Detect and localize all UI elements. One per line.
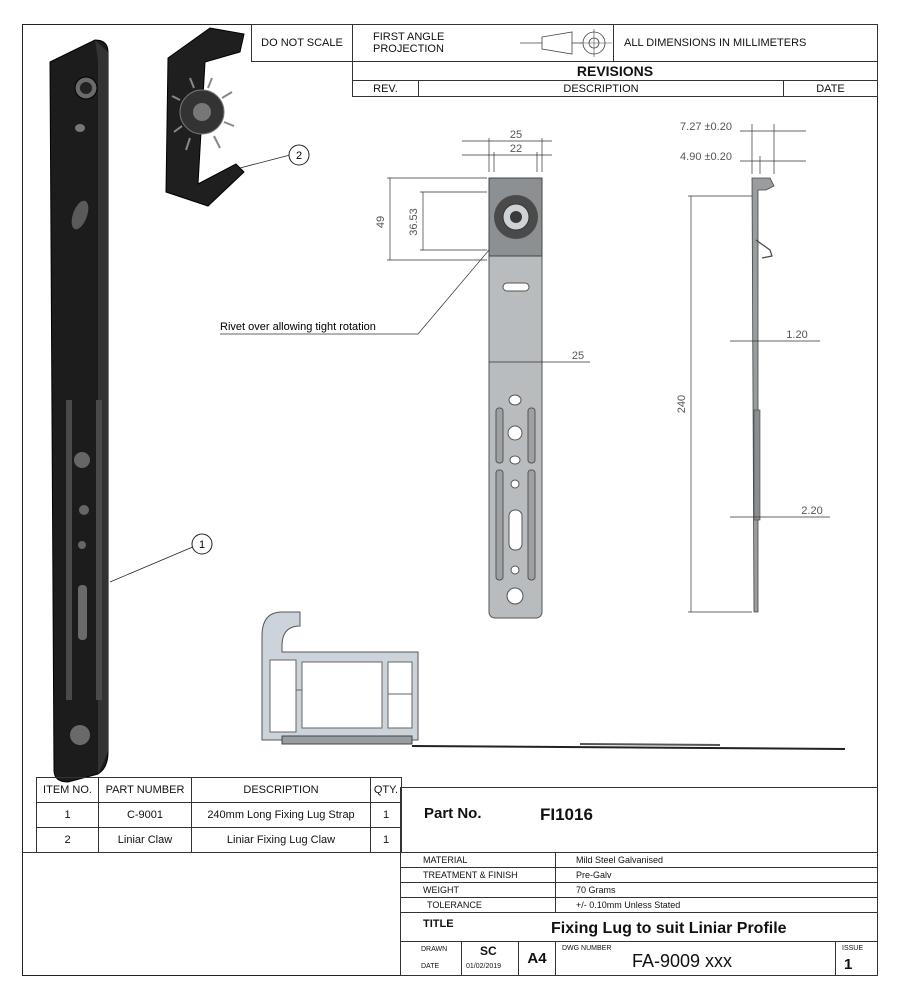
bom-cell-description: 240mm Long Fixing Lug Strap xyxy=(191,802,371,828)
title-block-divider xyxy=(22,852,400,853)
title-cell: TITLE Fixing Lug to suit Liniar Profile xyxy=(400,912,878,942)
first-angle-projection-icon xyxy=(520,29,613,57)
dim-thickness-1: 1.20 xyxy=(786,329,807,341)
weight-value-cell: 70 Grams xyxy=(555,882,878,898)
sheet-size-cell: A4 xyxy=(518,941,556,976)
part-number-block: Part No. FI1016 xyxy=(400,787,878,853)
side-view-dimension-lines xyxy=(688,124,830,613)
projection-note: FIRST ANGLE PROJECTION xyxy=(373,31,445,55)
drawn-label-cell: DRAWN DATE xyxy=(400,941,462,976)
revisions-date-label: DATE xyxy=(816,82,845,95)
rivet-note: Rivet over allowing tight rotation xyxy=(220,321,376,333)
revisions-description-label: DESCRIPTION xyxy=(563,82,639,95)
do-not-scale-note: DO NOT SCALE xyxy=(261,37,343,49)
sheet-size: A4 xyxy=(527,950,547,967)
liniar-profile-section xyxy=(261,611,846,750)
tolerance-value-cell: +/- 0.10mm Unless Stated xyxy=(555,897,878,913)
weight-value: 70 Grams xyxy=(576,885,616,895)
title-label: TITLE xyxy=(423,918,454,930)
treatment-label: TREATMENT & FINISH xyxy=(423,870,518,880)
bom-header-part-number: PART NUMBER xyxy=(98,777,192,803)
dim-thickness-2: 2.20 xyxy=(801,505,822,517)
front-view-dimension-lines xyxy=(220,138,590,363)
bom-cell-item: 2 xyxy=(36,827,99,853)
drawing-title: Fixing Lug to suit Liniar Profile xyxy=(551,920,787,937)
bom-cell-qty: 1 xyxy=(370,802,402,828)
tolerance-label-cell: TOLERANCE xyxy=(400,897,556,913)
dim-width-inner: 22 xyxy=(510,143,522,155)
table-row: 1 C-9001 240mm Long Fixing Lug Strap 1 xyxy=(36,802,402,828)
drawing-number-label: DWG NUMBER xyxy=(562,945,612,952)
material-value-cell: Mild Steel Galvanised xyxy=(555,852,878,868)
bom-header-description: DESCRIPTION xyxy=(191,777,371,803)
weight-label-cell: WEIGHT xyxy=(400,882,556,898)
material-value: Mild Steel Galvanised xyxy=(576,855,664,865)
issue-label: ISSUE xyxy=(842,945,864,952)
treatment-value: Pre-Galv xyxy=(576,870,612,880)
dim-width-outer: 25 xyxy=(510,129,522,141)
balloon-1 xyxy=(109,533,213,583)
treatment-value-cell: Pre-Galv xyxy=(555,867,878,883)
bom-cell-description: Liniar Fixing Lug Claw xyxy=(191,827,371,853)
weight-label: WEIGHT xyxy=(423,885,459,895)
drawn-date: 01/02/2019 xyxy=(466,963,502,970)
isometric-strap xyxy=(49,39,109,783)
bom-cell-part-number: C-9001 xyxy=(98,802,192,828)
dim-top-outer: 7.27 ±0.20 xyxy=(680,121,732,133)
balloon-1-label: 1 xyxy=(199,539,205,551)
revisions-date-header: DATE xyxy=(783,80,878,97)
revisions-title: REVISIONS xyxy=(576,63,654,79)
drawn-label: DRAWN xyxy=(421,946,448,953)
treatment-label-cell: TREATMENT & FINISH xyxy=(400,867,556,883)
material-label: MATERIAL xyxy=(423,855,468,865)
part-number-label: Part No. xyxy=(424,805,482,822)
dimensions-note: ALL DIMENSIONS IN MILLIMETERS xyxy=(624,37,807,49)
bom-cell-item: 1 xyxy=(36,802,99,828)
material-label-cell: MATERIAL xyxy=(400,852,556,868)
table-row: 2 Liniar Claw Liniar Fixing Lug Claw 1 xyxy=(36,827,402,853)
drawn-by: SC xyxy=(480,944,497,958)
revisions-rev-label: REV. xyxy=(373,82,398,95)
bom-cell-qty: 1 xyxy=(370,827,402,853)
dim-length: 240 xyxy=(676,395,688,413)
drawn-value-cell: SC 01/02/2019 xyxy=(461,941,519,976)
balloon-2 xyxy=(239,144,310,169)
tolerance-label: TOLERANCE xyxy=(427,900,482,910)
bom-header-qty: QTY. xyxy=(370,777,402,803)
balloon-2-label: 2 xyxy=(296,150,302,162)
drawing-number: FA-9009 xxx xyxy=(632,951,733,971)
date-label: DATE xyxy=(421,963,440,970)
isometric-claw xyxy=(165,27,245,207)
drawing-number-cell: DWG NUMBER FA-9009 xxx xyxy=(555,941,836,976)
dim-top-inner: 4.90 ±0.20 xyxy=(680,151,732,163)
issue-cell: ISSUE 1 xyxy=(835,941,878,976)
title-block-top-edge xyxy=(400,787,878,788)
part-number: FI1016 xyxy=(540,805,593,824)
bom-header-item: ITEM NO. xyxy=(36,777,99,803)
dim-strap-width: 25 xyxy=(572,350,584,362)
bill-of-materials-table: ITEM NO. PART NUMBER DESCRIPTION QTY. 1 … xyxy=(36,777,402,853)
issue-number: 1 xyxy=(844,956,853,973)
dim-claw-inner: 36.53 xyxy=(408,208,420,236)
bom-cell-part-number: Liniar Claw xyxy=(98,827,192,853)
dim-claw-height: 49 xyxy=(375,216,387,228)
tolerance-value: +/- 0.10mm Unless Stated xyxy=(576,900,681,910)
side-view xyxy=(751,177,775,613)
bom-header-row: ITEM NO. PART NUMBER DESCRIPTION QTY. xyxy=(36,777,402,803)
front-view-strap xyxy=(488,177,543,619)
